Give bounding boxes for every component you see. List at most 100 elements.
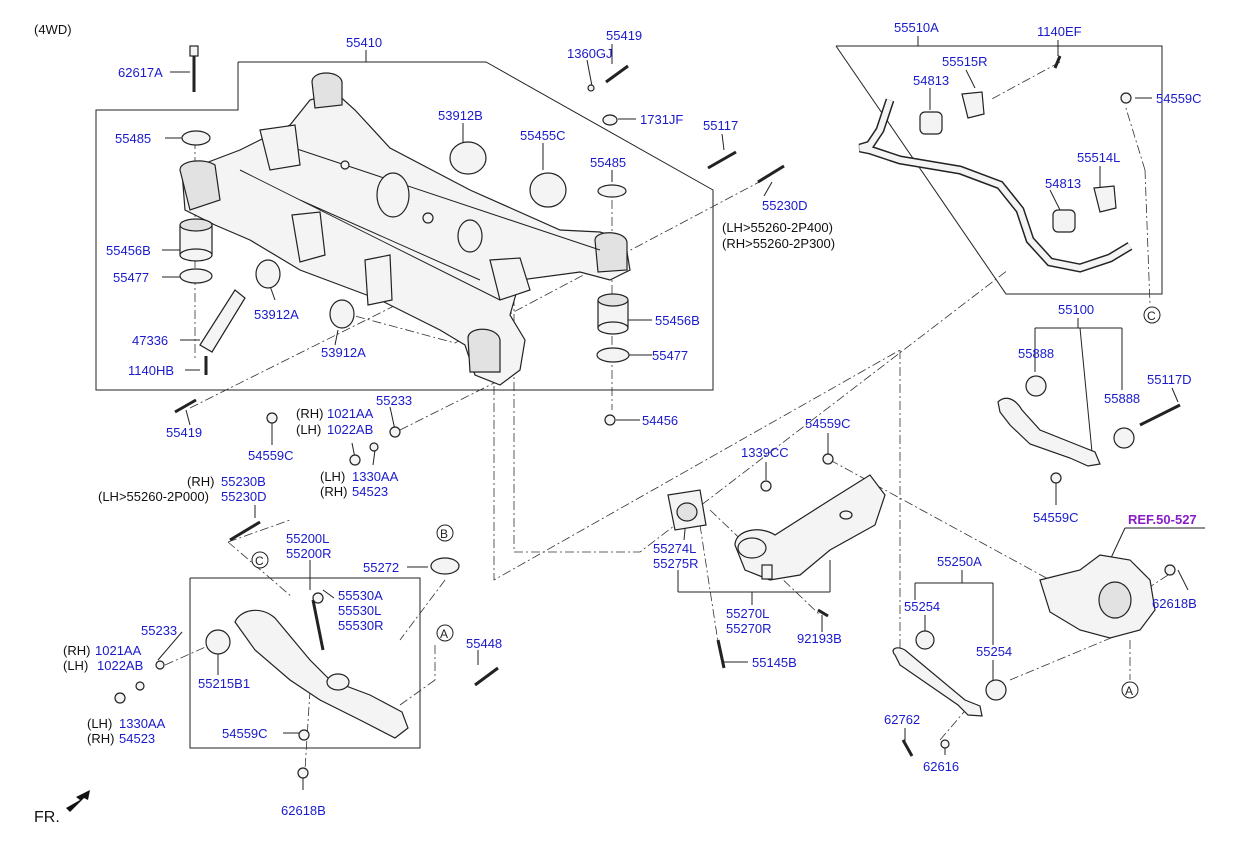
stabilizer-box (835, 45, 1163, 295)
label-1731jf: 1731JF (640, 112, 683, 127)
label-55485-left: 55485 (115, 131, 151, 146)
label-54523-a: 54523 (352, 484, 388, 499)
label-55272: 55272 (363, 560, 399, 575)
label-rh-tag-a: (RH) (296, 406, 323, 421)
label-55100: 55100 (1058, 302, 1094, 317)
label-62617a: 62617A (118, 65, 163, 80)
label-55530a: 55530A (338, 588, 383, 603)
label-62618b-right: 62618B (1152, 596, 1197, 611)
label-1330aa-a: 1330AA (352, 469, 399, 484)
label-55419-top: 55419 (606, 28, 642, 43)
label-55233-b: 55233 (141, 623, 177, 638)
part-labels: (4WD) FR. REF.50-527 62617A 55410 55419 … (34, 20, 1202, 826)
label-54559c-b: 54559C (1156, 91, 1202, 106)
label-55254-a: 55254 (904, 599, 940, 614)
label-54559c-d: 54559C (805, 416, 851, 431)
label-55200l: 55200L (286, 531, 329, 546)
label-lh-tag-d: (LH) (63, 658, 88, 673)
label-53912b: 53912B (438, 108, 483, 123)
lower-arm-55200 (114, 520, 499, 779)
label-55230b: 55230B (221, 474, 266, 489)
label-rh-tag-b: (RH) (320, 484, 347, 499)
trailing-arm-55270 (667, 453, 886, 669)
marker-c-right (1143, 306, 1161, 324)
label-55250a: 55250A (937, 554, 982, 569)
label-55514l: 55514L (1077, 150, 1120, 165)
marker-a-left (436, 624, 454, 642)
label-55510a: 55510A (894, 20, 939, 35)
label-47336: 47336 (132, 333, 168, 348)
label-55448: 55448 (466, 636, 502, 651)
label-55270r: 55270R (726, 621, 772, 636)
label-1022ab-b: 1022AB (97, 658, 143, 673)
label-1140hb: 1140HB (128, 363, 174, 378)
label-54559c-a: 54559C (248, 448, 294, 463)
marker-c-left-label: C (255, 554, 264, 568)
subframe-box (95, 61, 714, 391)
marker-c-left (251, 551, 269, 569)
label-55477-right: 55477 (652, 348, 688, 363)
label-55274l: 55274L (653, 541, 696, 556)
label-55888-a: 55888 (1018, 346, 1054, 361)
label-54559c-c: 54559C (1033, 510, 1079, 525)
label-54523-b: 54523 (119, 731, 155, 746)
front-label: FR. (34, 809, 60, 826)
label-lh-55260-2p000: (LH>55260-2P000) (98, 489, 209, 504)
label-1022ab-a: 1022AB (327, 422, 373, 437)
variant-label: (4WD) (34, 22, 72, 37)
label-55410: 55410 (346, 35, 382, 50)
label-55200r: 55200R (286, 546, 332, 561)
label-54559c-e: 54559C (222, 726, 268, 741)
label-1140ef: 1140EF (1037, 24, 1082, 39)
ref-label: REF.50-527 (1128, 512, 1197, 527)
label-53912a-b: 53912A (321, 345, 366, 360)
label-55230d-b: 55230D (221, 489, 267, 504)
circle-markers: C B C A A (251, 306, 1161, 699)
upper-arm-55100 (997, 375, 1181, 484)
label-55230d: 55230D (762, 198, 808, 213)
label-54456: 54456 (642, 413, 678, 428)
marker-a-right (1121, 681, 1139, 699)
label-rh-55260-2p300: (RH>55260-2P300) (722, 236, 835, 251)
label-55888-b: 55888 (1104, 391, 1140, 406)
label-1021aa-b: 1021AA (95, 643, 142, 658)
label-lh-tag-b: (LH) (320, 469, 345, 484)
marker-b (436, 524, 454, 542)
label-1339cc: 1339CC (741, 445, 789, 460)
label-55215b1: 55215B1 (198, 676, 250, 691)
label-55515r: 55515R (942, 54, 988, 69)
label-1021aa-a: 1021AA (327, 406, 374, 421)
label-55477-left: 55477 (113, 270, 149, 285)
label-lh-55260-2p400: (LH>55260-2P400) (722, 220, 833, 235)
lateral-arm-55250A (892, 630, 1007, 757)
label-55117: 55117 (703, 118, 738, 133)
label-55275r: 55275R (653, 556, 699, 571)
label-55254-b: 55254 (976, 644, 1012, 659)
marker-a-right-label: A (1125, 684, 1133, 698)
label-62762: 62762 (884, 712, 920, 727)
marker-c-right-label: C (1147, 309, 1156, 323)
label-55530r: 55530R (338, 618, 384, 633)
label-55233-a: 55233 (376, 393, 412, 408)
label-55530l: 55530L (338, 603, 381, 618)
label-1360gj: 1360GJ (567, 46, 613, 61)
label-54813-a: 54813 (913, 73, 949, 88)
label-rh-tag-c: (RH) (187, 474, 214, 489)
label-1330aa-b: 1330AA (119, 716, 166, 731)
label-55419-bottom: 55419 (166, 425, 202, 440)
label-lh-tag-a: (LH) (296, 422, 321, 437)
label-rh-tag-d: (RH) (63, 643, 90, 658)
label-92193b: 92193B (797, 631, 842, 646)
label-55485-right: 55485 (590, 155, 626, 170)
label-55145b: 55145B (752, 655, 797, 670)
rear-subframe-55410 (179, 72, 631, 386)
label-55456b-left: 55456B (106, 243, 151, 258)
label-55117d: 55117D (1147, 372, 1192, 387)
label-55270l: 55270L (726, 606, 769, 621)
subframe-components (174, 45, 785, 466)
label-62618b-bottom: 62618B (281, 803, 326, 818)
label-54813-b: 54813 (1045, 176, 1081, 191)
marker-b-label: B (440, 527, 448, 541)
label-rh-tag-e: (RH) (87, 731, 114, 746)
